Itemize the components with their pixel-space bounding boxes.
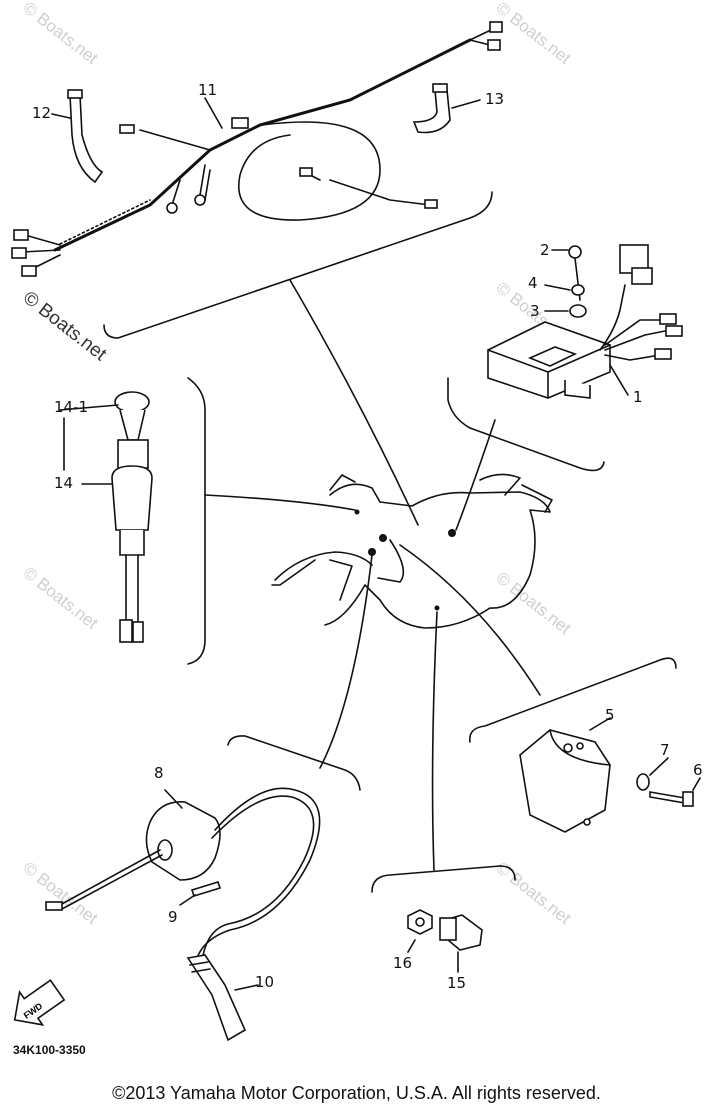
callout-11: 11: [198, 81, 217, 99]
group-brackets: [103, 191, 677, 893]
callout-4: 4: [528, 274, 538, 292]
strap-part-13: 13: [412, 83, 504, 134]
copyright-notice: ©2013 Yamaha Motor Corporation, U.S.A. A…: [112, 1083, 601, 1103]
watermark: © Boats.net: [493, 858, 575, 928]
callout-16: 16: [393, 954, 412, 972]
watermark: © Boats.net: [20, 563, 102, 633]
callout-2: 2: [540, 241, 550, 259]
callout-5: 5: [605, 706, 615, 724]
watermark-dark: © Boats.net: [19, 287, 111, 365]
watermark: © Boats.net: [20, 858, 102, 928]
callout-14: 14: [54, 474, 73, 492]
callout-9: 9: [168, 908, 178, 926]
washer-part-16: 16: [393, 909, 433, 972]
watermark: © Boats.net: [493, 568, 575, 638]
callout-15: 15: [447, 974, 466, 992]
callout-7: 7: [660, 741, 670, 759]
callout-14-1: 14-1: [54, 398, 88, 416]
bolt-part-15: 15: [439, 914, 483, 992]
cdi-unit-part-1: 1 2 4 3: [487, 241, 683, 406]
motorcycle-outline: [271, 473, 553, 629]
watermark: © Boats.net: [493, 0, 575, 68]
callout-13: 13: [485, 90, 504, 108]
strap-part-12: 12: [32, 89, 104, 184]
fwd-arrow: FWD: [13, 979, 66, 1026]
wire-harness-part-11: 11: [11, 21, 503, 277]
callout-3: 3: [530, 302, 540, 320]
ignition-coil-part-8: 8 9 10: [45, 764, 321, 1042]
callout-10: 10: [255, 973, 274, 991]
callout-12: 12: [32, 104, 51, 122]
diagram-code: 34K100-3350: [13, 1043, 86, 1057]
switch-part-14: 14-1 14: [54, 391, 153, 643]
callout-1: 1: [633, 388, 643, 406]
leader-lines: [204, 279, 541, 871]
callout-6: 6: [693, 761, 703, 779]
watermark: © Boats.net: [20, 0, 102, 68]
regulator-part-5: 5 7 6: [519, 706, 703, 833]
watermarks: © Boats.net © Boats.net © Boats.net © Bo…: [19, 0, 575, 928]
callout-8: 8: [154, 764, 164, 782]
